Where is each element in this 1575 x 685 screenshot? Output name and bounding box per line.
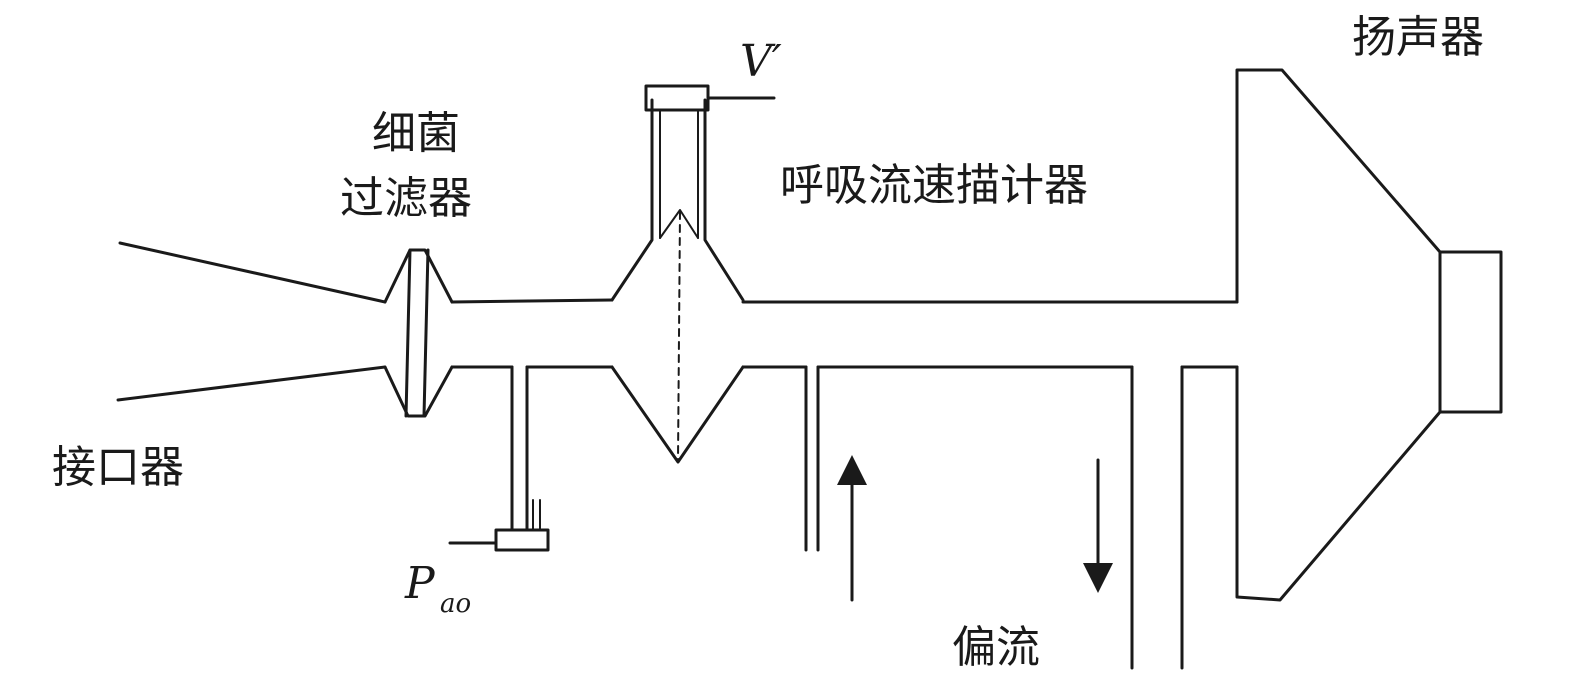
speaker-driver-box bbox=[1438, 250, 1503, 414]
bias-flow-label: 偏流 bbox=[952, 622, 1040, 673]
pneumotach-sensor bbox=[644, 84, 776, 461]
main-tube bbox=[450, 98, 1239, 464]
bias-flow-tubes bbox=[804, 365, 1184, 670]
bacterial-filter bbox=[383, 248, 454, 418]
pneumotach-label: 呼吸流速描计器 bbox=[780, 160, 1088, 211]
interface-mouthpiece bbox=[116, 241, 387, 402]
pressure-port bbox=[448, 365, 550, 552]
filter-label-line1: 细菌 bbox=[372, 108, 460, 159]
pressure-label: P bbox=[404, 558, 436, 609]
pressure-label-subscript: ao bbox=[440, 589, 471, 619]
filter-label-line2: 过滤器 bbox=[340, 173, 472, 224]
speaker-label: 扬声器 bbox=[1352, 12, 1484, 63]
volume-transducer-box bbox=[644, 84, 710, 112]
volume-label: V′ bbox=[740, 36, 782, 87]
interface-label: 接口器 bbox=[52, 442, 184, 493]
pressure-transducer-box bbox=[494, 528, 550, 552]
loudspeaker bbox=[1235, 68, 1503, 602]
